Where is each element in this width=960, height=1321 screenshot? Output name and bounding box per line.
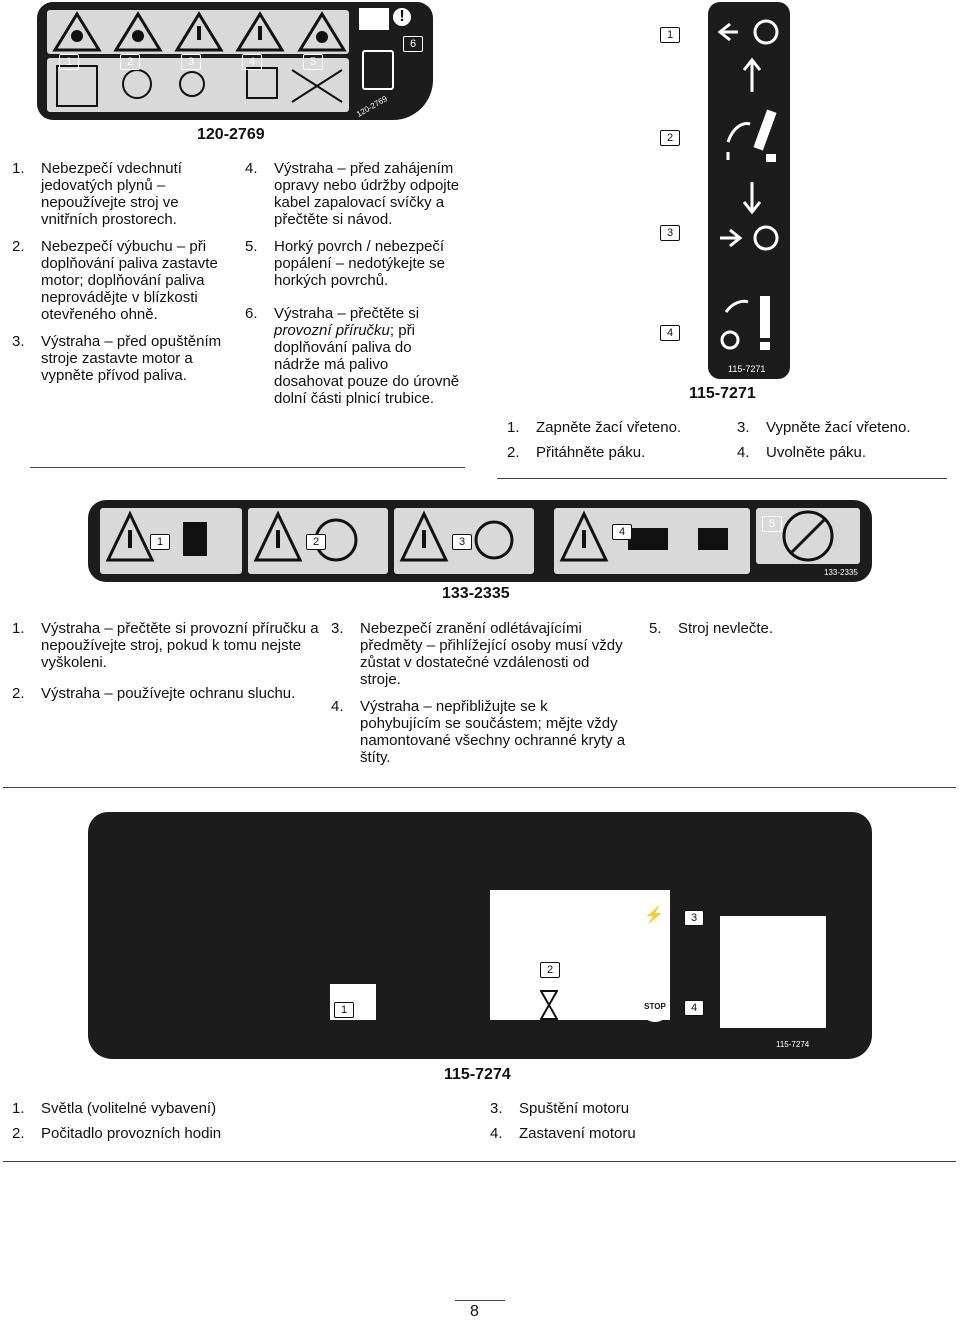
legend-133-2335-col3: 5.Stroj nevlečte.	[649, 620, 869, 647]
legend-133-2335-col2: 3.Nebezpečí zranění odlétávajícími předm…	[331, 620, 631, 776]
stop-engine-icon: STOP	[640, 992, 670, 1022]
decal-133-2335: 1 2 3 4 5 133-2335	[88, 500, 872, 582]
legend-item: 4.Uvolněte páku.	[737, 444, 867, 461]
legend-item: 2.Nebezpečí výbuchu – při doplňování pal…	[12, 238, 218, 323]
decal-code-115-7274: 115-7274	[444, 1066, 511, 1083]
section-divider	[30, 467, 465, 468]
decal-small-code: 133-2335	[824, 568, 858, 577]
section-divider	[3, 787, 956, 788]
hourglass-icon	[540, 990, 558, 1020]
legend-item: 3.Výstraha – před opuštěním stroje zasta…	[12, 333, 222, 384]
section-divider	[3, 1161, 956, 1162]
ignition-opening	[720, 916, 826, 1028]
warning-triangles	[47, 10, 349, 54]
fuel-tank-icon	[362, 50, 394, 90]
callout-1: 1	[150, 534, 170, 550]
callout-4-outline: 4	[660, 325, 680, 341]
callout-4: 4	[242, 54, 262, 70]
section-divider	[497, 478, 947, 479]
callout-3: 3	[452, 534, 472, 550]
legend-120-2769-left: 1.Nebezpečí vdechnutí jedovatých plynů –…	[12, 160, 232, 394]
start-engine-icon: ⚡	[640, 902, 668, 930]
legend-item: 1.Zapněte žací vřeteno.	[507, 419, 682, 436]
legend-item: 4.Zastavení motoru	[490, 1125, 636, 1142]
callout-2-outline: 2	[660, 130, 680, 146]
legend-item: 1.Nebezpečí vdechnutí jedovatých plynů –…	[12, 160, 182, 228]
callout-6: 6	[403, 36, 423, 52]
legend-item: 4.Výstraha – před zahájením opravy nebo …	[245, 160, 460, 228]
legend-item: 2.Výstraha – používejte ochranu sluchu.	[12, 685, 296, 702]
callout-3: 3	[181, 54, 201, 70]
legend-115-7274-right: 3.Spuštění motoru 4.Zastavení motoru	[490, 1100, 930, 1152]
callout-1: 1	[334, 1002, 354, 1018]
callout-2: 2	[306, 534, 326, 550]
legend-item: 3.Nebezpečí zranění odlétávajícími předm…	[331, 620, 623, 688]
manual-icon	[359, 8, 389, 30]
pictograms	[47, 58, 349, 112]
callout-4: 4	[612, 524, 632, 540]
callout-2: 2	[540, 962, 560, 978]
decal-code-115-7271: 115-7271	[689, 385, 756, 402]
panel-1	[100, 508, 242, 574]
decal-small-code: 120-2769	[355, 94, 389, 119]
callout-5: 5	[762, 516, 782, 532]
legend-item: 5.Stroj nevlečte.	[649, 620, 774, 637]
decal-115-7271: 115-7271	[708, 2, 790, 379]
decal-small-code: 115-7274	[776, 1040, 810, 1049]
legend-item: 3.Spuštění motoru	[490, 1100, 630, 1117]
exclamation-icon: !	[393, 8, 411, 26]
page-number: 8	[470, 1303, 479, 1320]
decal-code-120-2769: 120-2769	[197, 126, 265, 143]
legend-item: 1.Výstraha – přečtěte si provozní příruč…	[12, 620, 319, 671]
legend-120-2769-right: 4.Výstraha – před zahájením opravy nebo …	[245, 160, 460, 417]
callout-4: 4	[684, 1000, 704, 1016]
pto-lever-pictograms	[717, 19, 779, 350]
legend-item: 2.Počitadlo provozních hodin	[12, 1125, 222, 1142]
legend-115-7274-left: 1.Světla (volitelné vybavení) 2.Počitadl…	[12, 1100, 452, 1152]
callout-5: 5	[303, 54, 323, 70]
legend-item: 5.Horký povrch / nebezpečí popálení – ne…	[245, 238, 445, 289]
decal-code-133-2335: 133-2335	[442, 585, 510, 602]
page-number-rule	[455, 1300, 505, 1301]
legend-item: 2.Přitáhněte páku.	[507, 444, 646, 461]
legend-item: 6.Výstraha – přečtěte si provozní příruč…	[245, 305, 460, 407]
legend-133-2335-col1: 1.Výstraha – přečtěte si provozní příruč…	[12, 620, 322, 712]
decal-small-code: 115-7271	[728, 364, 766, 374]
callout-1-outline: 1	[660, 27, 680, 43]
legend-item: 1.Světla (volitelné vybavení)	[12, 1100, 217, 1117]
callout-3-outline: 3	[660, 225, 680, 241]
decal-115-7274: 1 2 ⚡ 3 STOP 4 115-7274	[88, 812, 872, 1059]
legend-item: 3.Vypněte žací vřeteno.	[737, 419, 911, 436]
callout-3: 3	[684, 910, 704, 926]
callout-1: 1	[59, 54, 79, 70]
safety-pictograms	[105, 510, 834, 562]
callout-2: 2	[120, 54, 140, 70]
legend-item: 4.Výstraha – nepřibližujte se k pohybují…	[331, 698, 626, 766]
decal-120-2769: 1 2 3 4 5 ! 6 120-2769	[37, 2, 433, 120]
